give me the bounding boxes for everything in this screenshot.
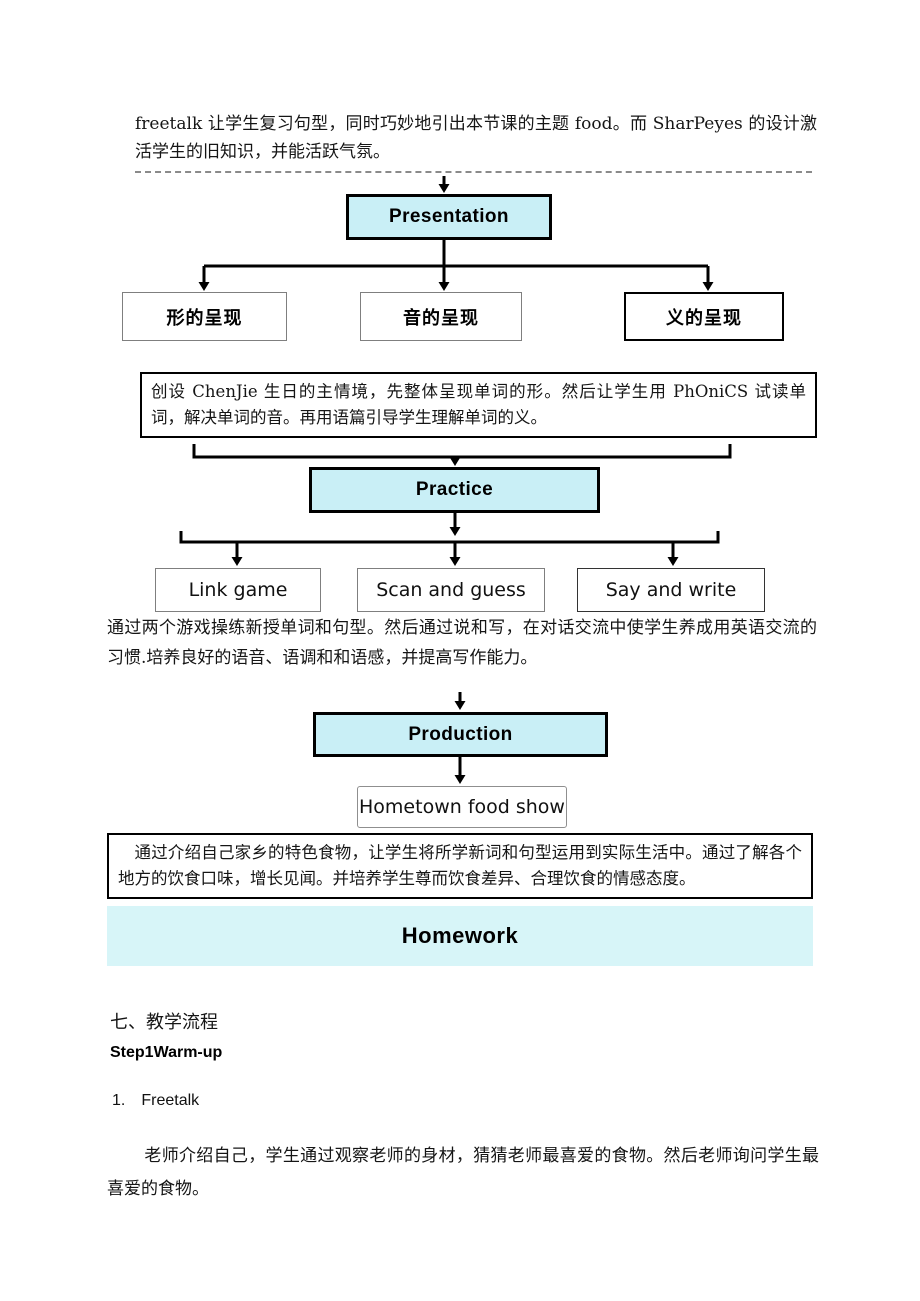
arrow-into-hometown — [454, 757, 466, 784]
warmup-paragraph: 老师介绍自己，学生通过观察老师的身材，猜猜老师最喜爱的食物。然后老师询问学生最喜… — [107, 1146, 819, 1199]
merge-connector-practice — [192, 444, 732, 466]
arrow-into-production — [454, 692, 466, 710]
list-item-freetalk: 1. Freetalk — [112, 1092, 199, 1110]
flow-node-yi-chengxian: 义的呈现 — [624, 292, 784, 341]
flow-node-label: Presentation — [389, 206, 509, 227]
practice-note-paragraph: 通过两个游戏操练新授单词和句型。然后通过说和写，在对话交流中使学生养成用英语交流… — [107, 618, 817, 668]
flow-node-label: Scan and guess — [376, 579, 526, 601]
intro-paragraph: freetalk 让学生复习句型，同时巧妙地引出本节课的主题 food。而 Sh… — [135, 114, 817, 162]
flow-node-label: 义的呈现 — [666, 307, 742, 329]
flow-node-scan-and-guess: Scan and guess — [357, 568, 545, 612]
flow-node-link-game: Link game — [155, 568, 321, 612]
flow-node-label: Link game — [188, 579, 288, 601]
step1-heading: Step1Warm-up — [110, 1044, 223, 1061]
flow-node-label: Practice — [415, 479, 494, 500]
section-heading-teaching-process: 七、教学流程 — [110, 1012, 218, 1033]
presentation-note-box: 创设 ChenJie 生日的主情境，先整体呈现单词的形。然后让学生用 PhOni… — [140, 372, 817, 438]
flow-node-yin-chengxian: 音的呈现 — [360, 292, 522, 341]
flow-node-label: 形的呈现 — [166, 307, 243, 329]
list-item-number: 1. — [112, 1092, 126, 1109]
flow-node-say-and-write: Say and write — [577, 568, 765, 612]
flow-node-hometown-food-show: Hometown food show — [357, 786, 567, 828]
flow-node-practice: Practice — [309, 467, 600, 513]
flow-node-label: Say and write — [605, 579, 737, 601]
presentation-branch-connector — [198, 240, 714, 291]
section-divider — [135, 171, 812, 173]
flow-node-presentation: Presentation — [346, 194, 552, 240]
homework-banner-label: Homework — [401, 923, 519, 948]
homework-banner: Homework — [107, 906, 813, 966]
flow-node-label: Production — [408, 723, 513, 745]
practice-branch-connector — [179, 513, 720, 566]
list-item-label: Freetalk — [141, 1092, 200, 1109]
flow-node-label: 音的呈现 — [403, 307, 479, 329]
arrow-into-presentation — [438, 176, 450, 193]
flow-node-xing-chengxian: 形的呈现 — [122, 292, 287, 341]
flow-node-label: Hometown food show — [359, 796, 565, 818]
production-note-box: 通过介绍自己家乡的特色食物，让学生将所学新词和句型运用到实际生活中。通过了解各个… — [107, 833, 813, 899]
flow-node-production: Production — [313, 712, 608, 757]
